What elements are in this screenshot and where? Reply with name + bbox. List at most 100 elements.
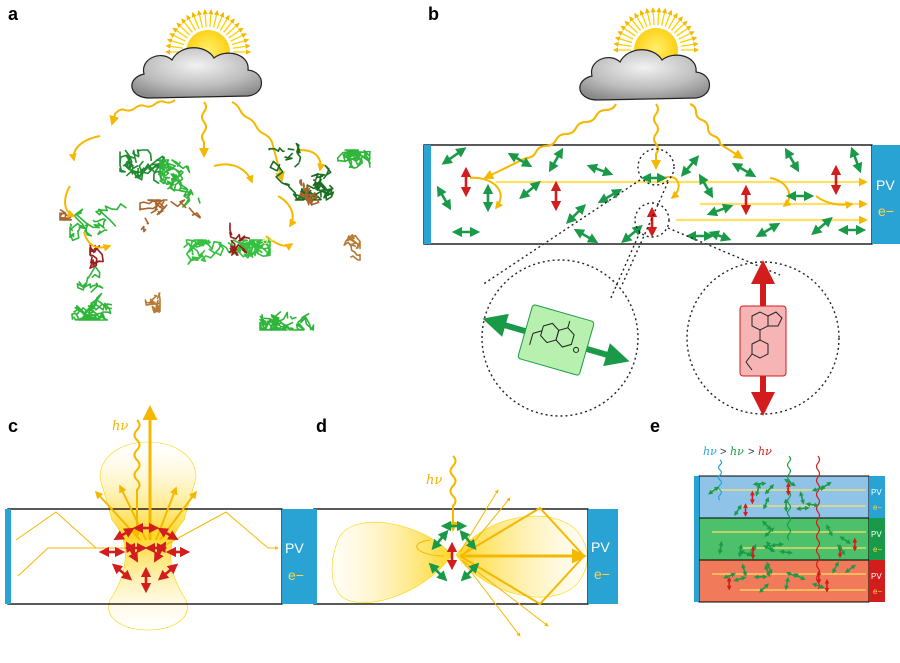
panel-d: d PV e− hν: [311, 416, 618, 637]
green-dye-zoom: [482, 304, 630, 376]
pv-cell-green: [869, 518, 885, 560]
green-dye-arrow: [811, 216, 833, 236]
molecular-network: [59, 142, 371, 331]
mirror-left-c: [5, 509, 11, 604]
pv-label-b: PV: [876, 177, 895, 193]
pv-cell-red: [869, 560, 885, 602]
molecule-cluster: [299, 179, 320, 206]
cloud-icon: [131, 47, 263, 99]
green-dye-arrow: [722, 572, 736, 579]
pv-cell-blue: [869, 476, 885, 518]
green-dye-arrow: [586, 163, 614, 177]
panel-c: c PV e− hν: [5, 405, 312, 631]
pv-cell-b: [872, 145, 900, 244]
photon-label-blue: hν: [703, 445, 717, 458]
green-dye-arrow: [428, 562, 448, 582]
molecule-cluster: [183, 239, 271, 265]
photon-waves-a: [109, 99, 285, 182]
photon-label-red: hν: [758, 445, 772, 458]
panel-a: a e−: [8, 4, 371, 331]
pv-label-e1: PV: [871, 488, 882, 497]
green-dye-arrow: [573, 228, 599, 244]
dye-molecules-e: [707, 479, 858, 593]
pv-label-e3: PV: [871, 572, 882, 581]
electron-label-d: e−: [594, 566, 610, 582]
waveguide-b: [423, 144, 873, 245]
molecule-cluster: [71, 265, 113, 321]
green-dye-arrow: [811, 582, 825, 589]
molecule-cluster: [144, 292, 161, 314]
mirror-left-b: [424, 145, 431, 244]
green-dye-arrow: [741, 563, 748, 577]
green-dye-arrow: [811, 486, 826, 492]
green-dye-arrow: [734, 504, 742, 517]
green-dye-arrow: [770, 542, 784, 548]
photon-waves-e: [717, 455, 821, 590]
green-dye-arrow: [459, 529, 477, 551]
green-dye-arrow: [431, 529, 449, 551]
photon-waves-b: [483, 103, 744, 179]
green-dye-arrow: [706, 203, 734, 217]
green-dye-arrow: [758, 583, 770, 593]
green-dye-arrow: [763, 545, 776, 552]
layer-blue: [698, 475, 870, 519]
green-dye-arrow: [737, 544, 744, 558]
green-dye-arrow: [764, 527, 775, 537]
energy-transfer-arrows-a: [64, 135, 326, 252]
electron-label-b: e−: [878, 203, 894, 219]
green-dye-arrow: [779, 549, 793, 555]
green-dye-arrow: [621, 224, 643, 244]
photon-label-c: hν: [112, 419, 128, 434]
zoom-indicators: [481, 148, 840, 417]
green-dye-arrow: [837, 543, 846, 556]
green-dye-arrow: [731, 162, 757, 178]
mirror-left-d: [311, 509, 317, 604]
green-dye-arrow: [793, 573, 806, 581]
pv-label-c: PV: [285, 540, 304, 556]
molecule-cluster: [59, 208, 73, 221]
molecule-cluster: [119, 149, 165, 185]
green-dye-arrow: [733, 576, 747, 582]
green-dye-arrow: [764, 564, 771, 578]
layer-red: [698, 559, 870, 603]
electron-label-a: e−: [262, 233, 276, 247]
pv-cell-d: [588, 509, 618, 604]
emission-cone-left-d: [331, 521, 453, 603]
panel-c-label: c: [8, 416, 18, 436]
green-dye-arrow: [708, 230, 732, 242]
green-dye-arrow: [565, 203, 587, 225]
molecule-cluster: [259, 310, 315, 331]
panel-a-label: a: [8, 4, 19, 24]
photon-label-d: hν: [426, 473, 442, 488]
pv-label-e2: PV: [871, 530, 882, 539]
red-dye-zoom: [739, 260, 787, 416]
electron-label-e3: e−: [873, 587, 882, 596]
molecule-cluster: [69, 203, 127, 242]
green-dye-arrow: [507, 152, 533, 168]
panel-e: e hν > hν > hν PV e− PV e− PV e−: [650, 416, 885, 603]
green-dye-arrow: [519, 180, 541, 200]
electron-label-e2: e−: [873, 545, 882, 554]
green-dye-arrow: [755, 222, 781, 238]
green-dye-arrow: [844, 564, 856, 573]
dye-molecules-b: [436, 146, 867, 244]
green-dye-arrow: [763, 496, 770, 510]
green-dye-arrow: [548, 147, 564, 173]
green-dye-arrow: [784, 147, 800, 173]
pv-cell-c: [282, 509, 312, 604]
red-dye-arrow: [157, 563, 179, 581]
gt-1: >: [720, 446, 726, 458]
pv-label-d: PV: [591, 539, 610, 555]
gt-2: >: [748, 446, 754, 458]
red-dye-arrow: [113, 527, 135, 541]
dye-molecules-c: [98, 522, 191, 594]
panel-b-label: b: [428, 4, 439, 24]
green-dye-arrow: [849, 146, 863, 174]
cloud-icon: [579, 49, 711, 101]
green-dye-arrow: [680, 155, 700, 177]
molecule-cluster: [343, 234, 361, 261]
electron-label-e1: e−: [873, 503, 882, 512]
green-dye-arrow: [707, 486, 720, 495]
green-dye-arrow: [764, 484, 775, 495]
green-dye-arrow: [755, 483, 761, 497]
